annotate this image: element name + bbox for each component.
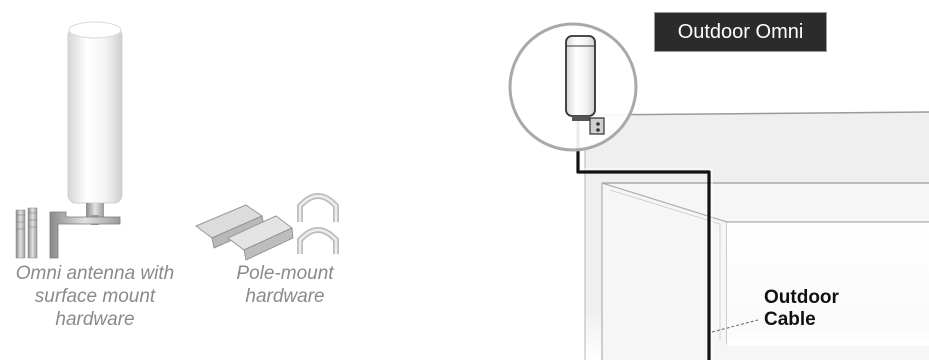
caption-line: Omni antenna with <box>0 262 190 285</box>
caption-line: surface mount <box>0 285 190 308</box>
outdoor-omni-badge: Outdoor Omni <box>654 12 827 52</box>
caption-line: Pole-mount <box>220 262 350 285</box>
bolt-hardware-image <box>16 208 37 258</box>
caption-line: hardware <box>220 285 350 308</box>
pole-mount-caption: Pole-mount hardware <box>220 262 350 308</box>
cable-label-line: Outdoor <box>764 287 839 309</box>
omni-antenna-image <box>50 22 122 258</box>
cable-label-line: Cable <box>764 309 839 331</box>
outdoor-cable-label: Outdoor Cable <box>764 287 839 331</box>
pole-mount-clamp-image <box>196 205 293 260</box>
window-opening <box>602 183 929 360</box>
omni-antenna-caption: Omni antenna with surface mount hardware <box>0 262 190 331</box>
caption-line: hardware <box>0 308 190 331</box>
u-bolt-image <box>300 196 336 254</box>
